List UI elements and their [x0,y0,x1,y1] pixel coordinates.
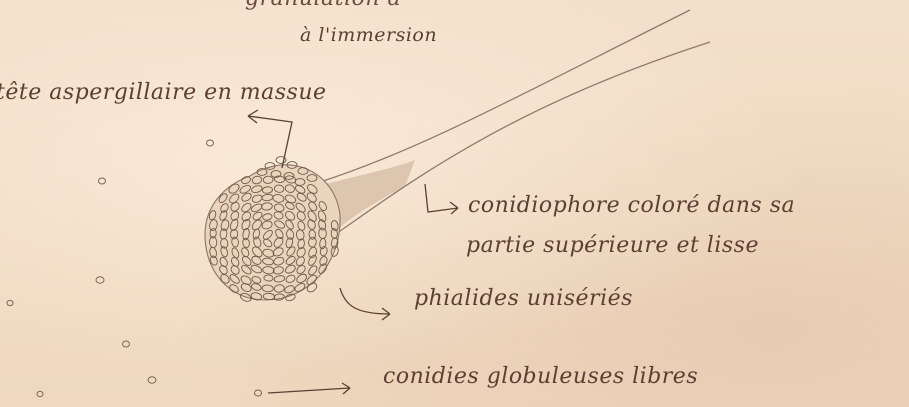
free-conidium [255,390,262,396]
label-free-conidia: conidies globuleuses libres [383,364,698,389]
free-conidium [207,140,214,146]
free-conidium [148,377,156,383]
free-conidium [37,391,43,396]
free-conidium [99,178,106,184]
phialides-arrow [340,288,390,314]
label-aspergillar-head: tête aspergillaire en massue [0,80,327,105]
subtitle-immersion: à l'immersion [300,24,437,46]
label-phialides: phialides unisériés [414,286,633,311]
label-conidiophore-2: partie supérieure et lisse [466,233,759,258]
free-conidium [7,300,13,305]
free-conidium [123,341,130,347]
label-conidiophore-1: conidiophore coloré dans sa [468,193,795,218]
heading-fragment: granulation à [245,0,401,11]
conidiophore-arrow [425,184,458,212]
conidia-arrow [268,388,350,393]
head-arrow [248,116,292,168]
free-conidium [96,277,104,283]
